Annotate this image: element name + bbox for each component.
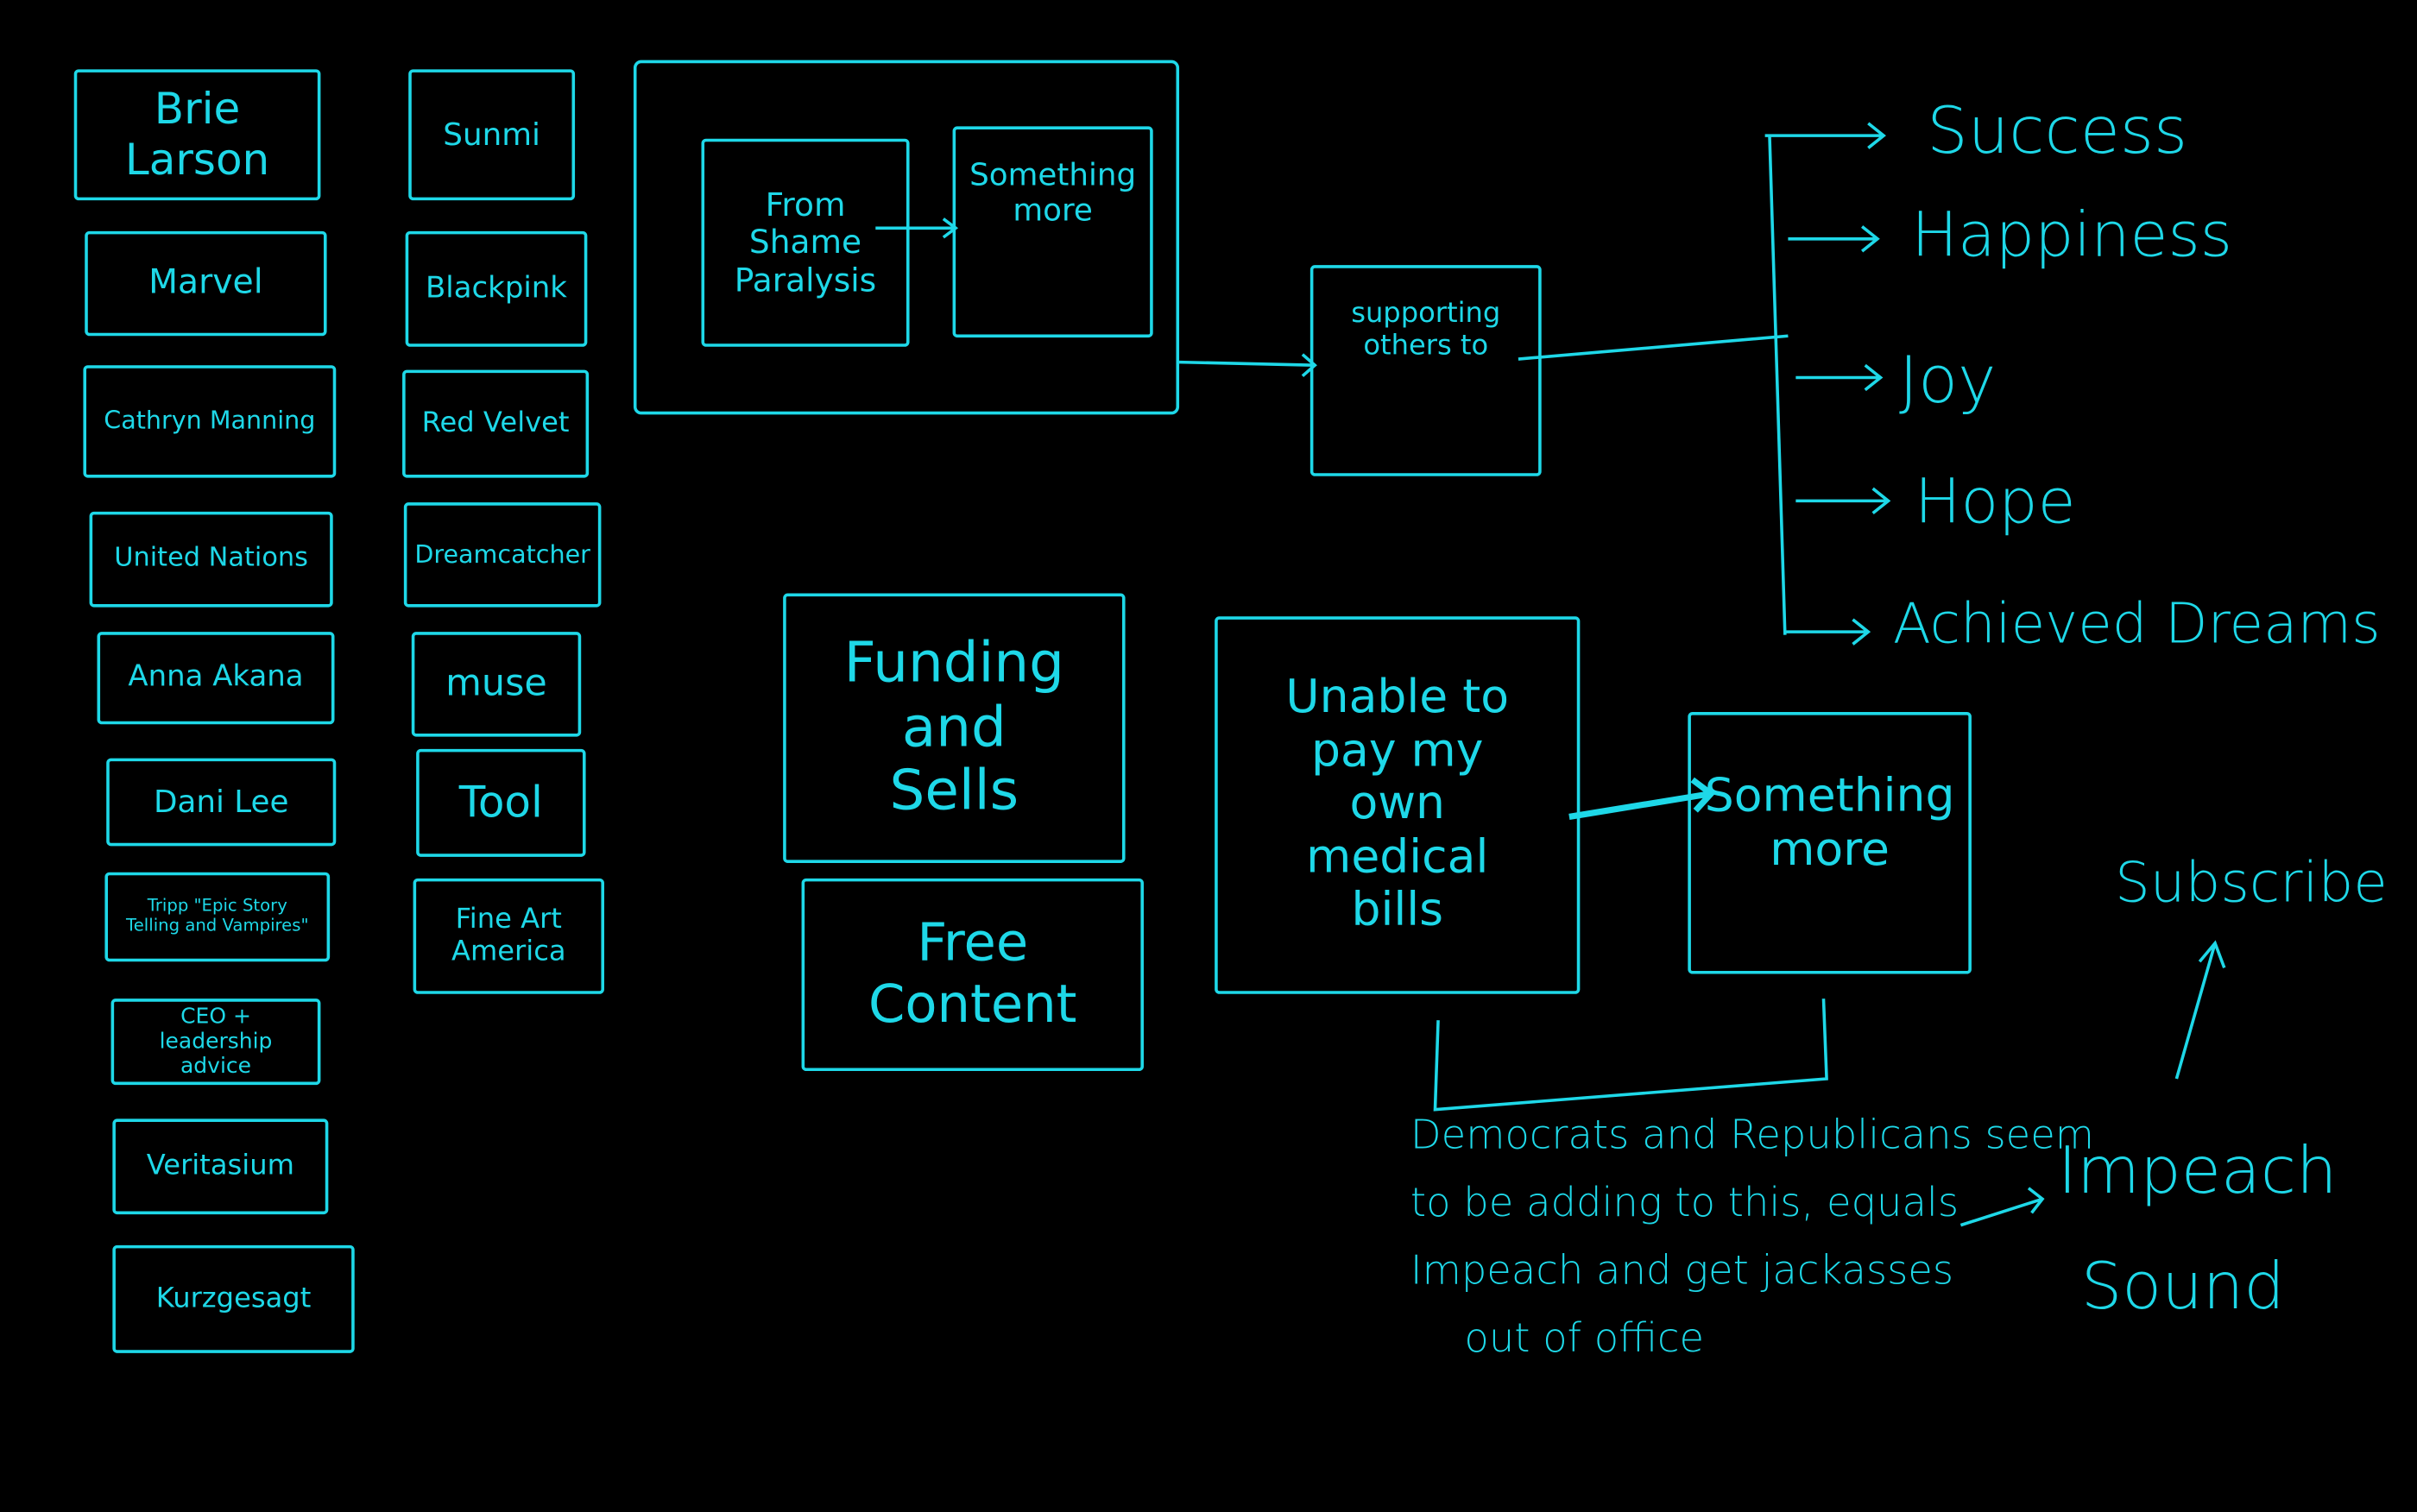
- from-shame-label: From Shame Paralysis: [734, 186, 877, 299]
- artist-label: Tool: [458, 776, 543, 828]
- something-more-box: Something more: [1688, 711, 1972, 974]
- from-shame-box: From Shame Paralysis: [701, 138, 910, 347]
- artist-box: Tool: [416, 748, 586, 857]
- free-content-box: Free Content: [801, 878, 1144, 1072]
- note-line: to be adding to this, equals: [1410, 1180, 1959, 1227]
- channel-box: CEO + leadership advice: [110, 999, 321, 1086]
- supporting-box: supporting others to: [1309, 265, 1542, 476]
- artist-label: Sunmi: [443, 115, 540, 153]
- something-more-top-box: Something more: [952, 126, 1153, 338]
- artist-label: Red Velvet: [421, 406, 570, 439]
- artist-label: muse: [445, 661, 547, 705]
- impeach-label: Impeach: [2057, 1132, 2338, 1208]
- channel-label: Tripp "Epic Story Telling and Vampires": [126, 896, 309, 936]
- outcome-happiness: Happiness: [1911, 200, 2232, 272]
- channel-label: United Nations: [114, 542, 308, 574]
- note-text: Democrats and Republicans seem to be add…: [1410, 1102, 2094, 1373]
- channel-box: Marvel: [85, 230, 327, 337]
- outcome-achieved-dreams: Achieved Dreams: [1892, 593, 2381, 657]
- channel-box: Tripp "Epic Story Telling and Vampires": [104, 872, 331, 962]
- channel-box: Brie Larson: [73, 69, 321, 201]
- free-content-label: Free Content: [868, 912, 1077, 1036]
- artist-box: Fine Art America: [413, 878, 604, 994]
- artist-box: Red Velvet: [402, 369, 590, 478]
- channel-label: Veritasium: [146, 1149, 294, 1182]
- unable-box: Unable to pay my own medical bills: [1215, 616, 1581, 994]
- outcome-success: Success: [1927, 92, 2188, 168]
- channel-label: CEO + leadership advice: [159, 1005, 273, 1080]
- funding-label: Funding and Sells: [843, 632, 1064, 823]
- artist-box: Sunmi: [408, 69, 576, 201]
- supporting-label: supporting others to: [1351, 297, 1501, 362]
- channel-label: Brie Larson: [124, 83, 270, 185]
- subscribe-label: Subscribe: [2114, 852, 2388, 916]
- sound-label: Sound: [2080, 1248, 2285, 1324]
- note-line: out of office: [1464, 1315, 1705, 1363]
- channel-box: Veritasium: [112, 1118, 329, 1215]
- channel-box: Dani Lee: [106, 758, 337, 847]
- channel-box: Anna Akana: [97, 632, 335, 725]
- artist-label: Fine Art America: [451, 903, 566, 967]
- something-more-label: Something more: [969, 155, 1137, 229]
- funding-box: Funding and Sells: [783, 593, 1126, 863]
- artist-box: Blackpink: [405, 230, 588, 347]
- channel-box: Cathryn Manning: [83, 365, 337, 478]
- outcome-joy: Joy: [1898, 342, 1997, 418]
- artist-box: muse: [411, 632, 582, 737]
- note-line: Impeach and get jackasses: [1410, 1248, 1954, 1295]
- unable-label: Unable to pay my own medical bills: [1285, 671, 1510, 938]
- channel-label: Cathryn Manning: [104, 406, 316, 436]
- channel-box: United Nations: [89, 511, 333, 608]
- channel-label: Anna Akana: [128, 659, 304, 694]
- channel-label: Kurzgesagt: [155, 1282, 312, 1314]
- artist-label: Blackpink: [426, 270, 567, 305]
- channel-label: Dani Lee: [153, 783, 289, 820]
- artist-box: Dreamcatcher: [403, 502, 602, 608]
- something-more-label: Something more: [1704, 769, 1955, 877]
- outcome-hope: Hope: [1914, 467, 2076, 539]
- channel-label: Marvel: [148, 263, 263, 303]
- artist-label: Dreamcatcher: [414, 539, 590, 569]
- channel-box: Kurzgesagt: [112, 1244, 355, 1353]
- note-line: Democrats and Republicans seem: [1410, 1112, 2094, 1159]
